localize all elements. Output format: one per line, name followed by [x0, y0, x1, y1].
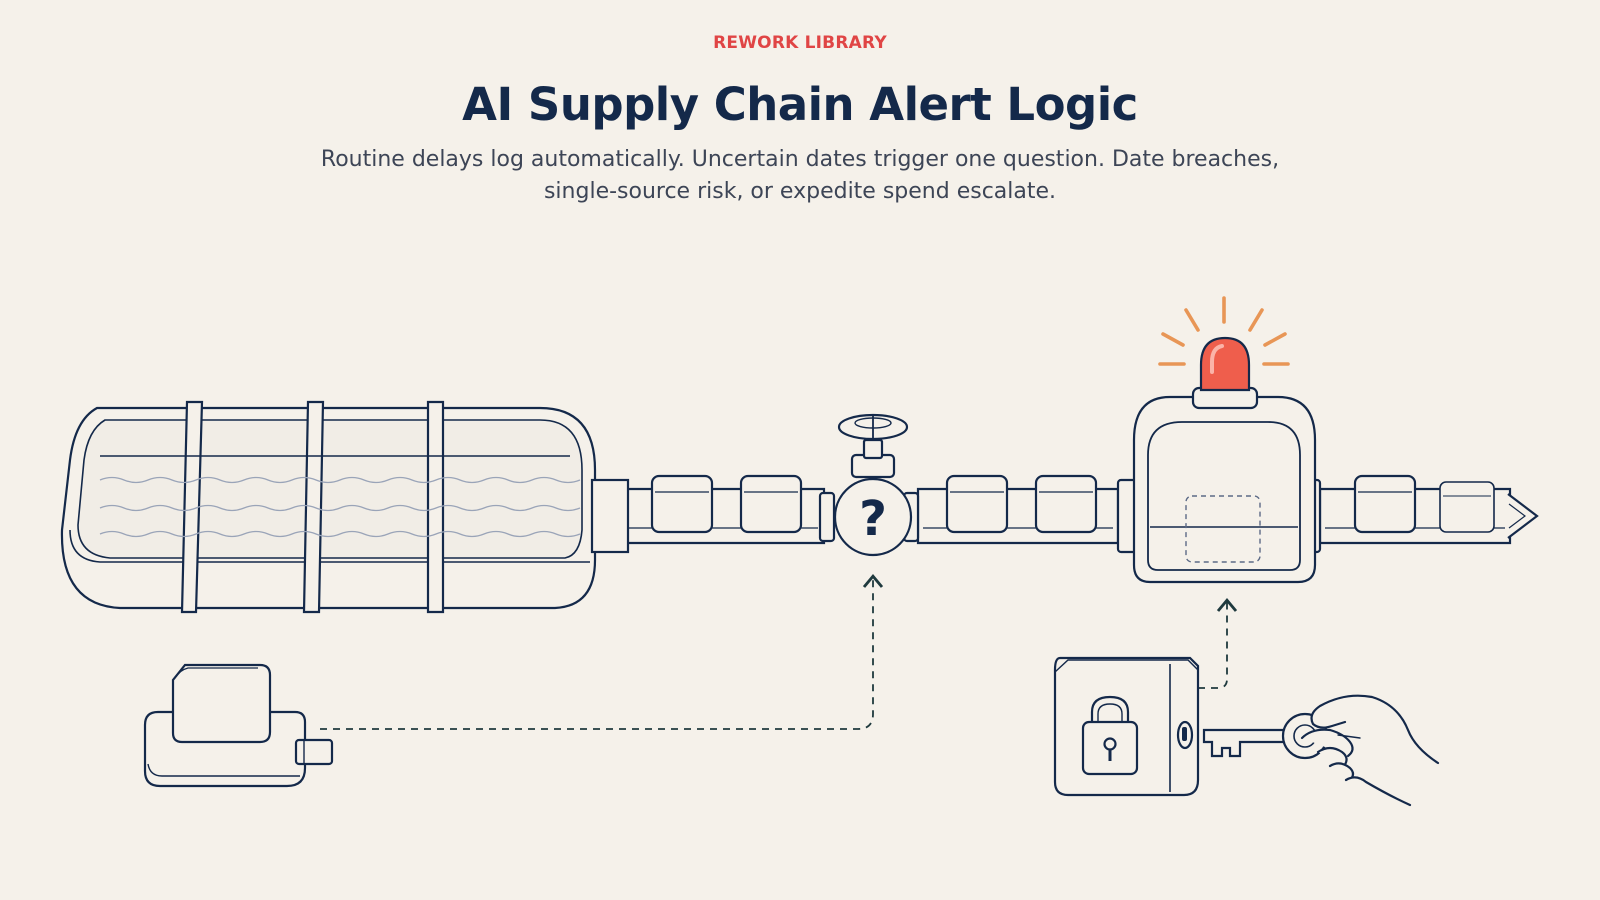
source-to-valve-connector	[320, 573, 884, 730]
subtitle-line-2: single-source risk, or expedite spend es…	[543, 179, 1057, 204]
pipe-box	[945, 474, 1009, 534]
valve-question-mark: ?	[859, 491, 887, 547]
page-title: AI Supply Chain Alert Logic	[462, 78, 1138, 131]
subtitle-line-1: Routine delays log automatically. Uncert…	[320, 147, 1280, 172]
question-valve-icon	[818, 413, 920, 557]
hand-icon	[1300, 694, 1440, 807]
pipe-box	[1353, 474, 1417, 534]
lock-to-chamber-connector	[1198, 597, 1238, 689]
pipe-box	[1439, 481, 1495, 533]
log-tank-icon	[60, 400, 630, 614]
pipe-box	[650, 474, 714, 534]
pipe-box	[1034, 474, 1098, 534]
eyebrow-label: REWORK LIBRARY	[713, 33, 887, 53]
dashed-connectors	[320, 573, 1238, 730]
output-arrow-icon	[1507, 493, 1539, 539]
pipe-box	[739, 474, 803, 534]
alarm-chamber-icon	[1116, 395, 1322, 584]
supply-box-source-icon	[143, 663, 334, 788]
page-subtitle: Routine delays log automatically. Uncert…	[300, 144, 1300, 208]
siren-light-icon	[1158, 296, 1290, 410]
padlock-box-icon	[1053, 656, 1200, 797]
pipe-boxes	[650, 474, 1495, 534]
